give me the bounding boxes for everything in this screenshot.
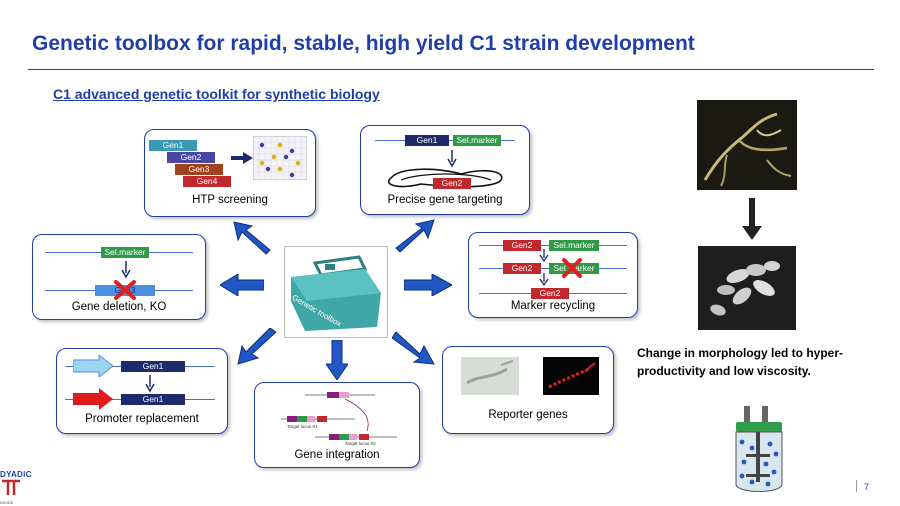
integration-diagram (281, 392, 397, 440)
down-arrow-icon (742, 198, 762, 240)
target-locus-label: Target locus #2 (345, 441, 376, 446)
down-arrow-icon (539, 273, 549, 287)
arrow-down-icon (326, 340, 348, 380)
chromosome-loop-icon (387, 168, 503, 188)
promoter-arrow-icon (73, 355, 113, 377)
panel-caption: Marker recycling (510, 300, 596, 312)
marker-chip: Sel.marker (101, 247, 149, 258)
gene-chip: Gen2 (503, 263, 541, 274)
page-number: 7 (864, 482, 870, 492)
down-arrow-icon (539, 249, 549, 263)
gene-chip: Gen1 (405, 135, 449, 146)
right-arrow-icon (231, 152, 253, 164)
bioreactor-icon (735, 406, 783, 492)
gene-chip: Gen2 (531, 288, 569, 299)
down-arrow-icon (145, 375, 155, 393)
section-subtitle: C1 advanced genetic toolkit for syntheti… (53, 86, 380, 102)
panel-caption: Gene integration (294, 449, 380, 461)
logo-mark-icon (2, 479, 20, 495)
dyadic-logo: DYADIC INSIDE (0, 470, 40, 506)
arrow-down-left-icon (237, 328, 277, 365)
gene-integration-panel: Target locus #1 Target locus #2 Gene int… (254, 382, 420, 468)
morphology-caption: Change in morphology led to hyper-produc… (637, 346, 844, 378)
panel-caption: Gene deletion, KO (71, 301, 167, 313)
logo-sub-text: INSIDE (0, 500, 14, 505)
page-number-divider (856, 480, 857, 492)
screening-plate-icon (253, 136, 307, 180)
title-divider (28, 69, 874, 70)
panel-caption: Reporter genes (488, 409, 568, 421)
marker-recycling-panel: Gen2 Sel.marker Gen2 Sel.marker Gen2 Mar… (468, 232, 638, 318)
panel-caption: Precise gene targeting (387, 194, 503, 206)
logo-text: DYADIC (0, 470, 32, 479)
gene-chip: Gen1 (121, 361, 185, 372)
marker-chip: Sel.marker (453, 135, 501, 146)
down-arrow-icon (121, 261, 131, 279)
htp-screening-panel: Gen1 Gen2 Gen3 Gen4 HTP screening (144, 129, 316, 217)
gene-chip: Gen1 (121, 394, 185, 405)
panel-caption: HTP screening (192, 194, 268, 206)
slide-title: Genetic toolbox for rapid, stable, high … (32, 32, 695, 55)
marker-chip: Sel.marker (549, 240, 599, 251)
down-arrow-icon (447, 150, 457, 168)
sem-morphology-image (698, 246, 796, 330)
promoter-replacement-panel: Gen1 Gen1 Promoter replacement (56, 348, 228, 434)
arrow-left-icon (220, 274, 264, 296)
gene-deletion-panel: Sel.marker Gen3 Gene deletion, KO (32, 234, 206, 320)
microscopy-brightfield-image (461, 357, 519, 395)
toolbox-frame: Genetic toolbox (284, 246, 388, 338)
arrow-right-icon (404, 274, 452, 296)
toolbox-icon (291, 255, 381, 331)
cross-icon (114, 280, 136, 300)
reporter-genes-panel: Reporter genes (442, 346, 614, 434)
arrow-up-right-icon (395, 219, 435, 253)
gene-chip: Gen2 (503, 240, 541, 251)
promoter-arrow-icon (73, 388, 113, 410)
arrow-up-left-icon (233, 221, 271, 255)
gene-chip: Gen2 (167, 152, 215, 163)
cross-icon (562, 258, 582, 278)
gene-chip: Gen1 (149, 140, 197, 151)
microscopy-fluorescence-image (543, 357, 599, 395)
panel-caption: Promoter replacement (85, 413, 199, 425)
target-locus-label: Target locus #1 (287, 424, 318, 429)
gene-chip: Gen4 (183, 176, 231, 187)
gene-chip: Gen3 (175, 164, 223, 175)
target-gene-chip: Gen2 (433, 178, 471, 189)
precise-targeting-panel: Gen1 Sel.marker Gen2 Precise gene target… (360, 125, 530, 215)
arrow-down-right-icon (392, 331, 435, 365)
filamentous-fungus-image (697, 100, 797, 190)
